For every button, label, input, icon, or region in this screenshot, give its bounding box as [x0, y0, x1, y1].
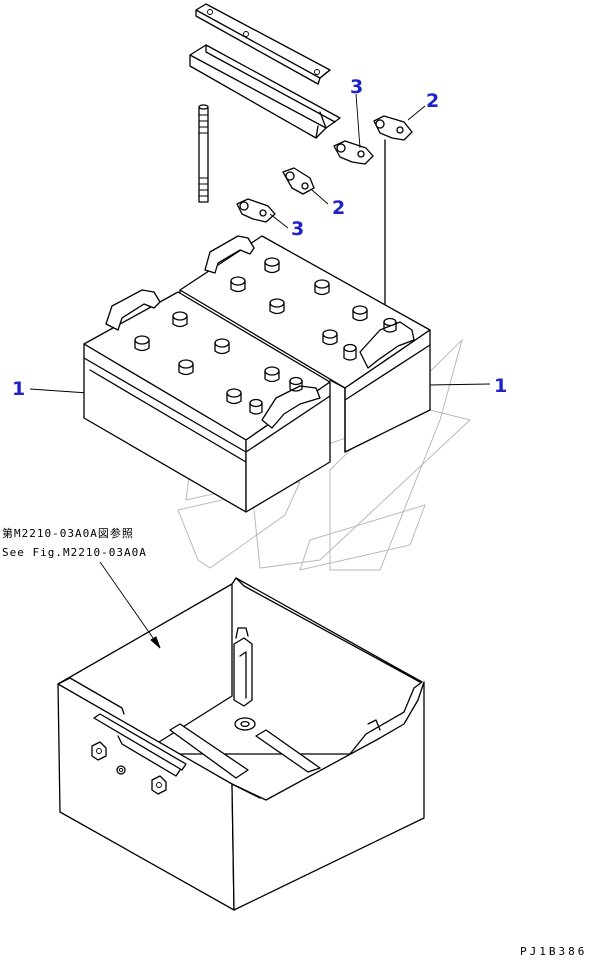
callout-3-top: 3 [350, 76, 363, 98]
battery-box [57, 577, 425, 911]
reference-text-jp: 第M2210-03A0A図参照 [2, 526, 134, 540]
hold-down-plate [195, 3, 331, 85]
drawing-code: PJ1B386 [520, 945, 587, 958]
terminal-clamp-upper-left [333, 140, 374, 165]
battery-left [83, 289, 331, 513]
tie-rod [198, 104, 209, 203]
reference-arrow [99, 561, 161, 649]
callout-1-left: 1 [12, 378, 25, 400]
callout-1-right: 1 [494, 375, 507, 397]
terminal-clamp-lower [236, 198, 276, 223]
callout-2-middle: 2 [332, 197, 345, 219]
reference-text-en: See Fig.M2210-03A0A [2, 546, 147, 559]
terminal-clamp-upper-right [373, 115, 413, 141]
leader-lines [29, 93, 491, 394]
angle-bar [189, 44, 341, 139]
callout-2-top: 2 [426, 90, 439, 112]
callout-3-middle: 3 [291, 218, 304, 240]
terminal-clamp-middle [282, 167, 315, 195]
